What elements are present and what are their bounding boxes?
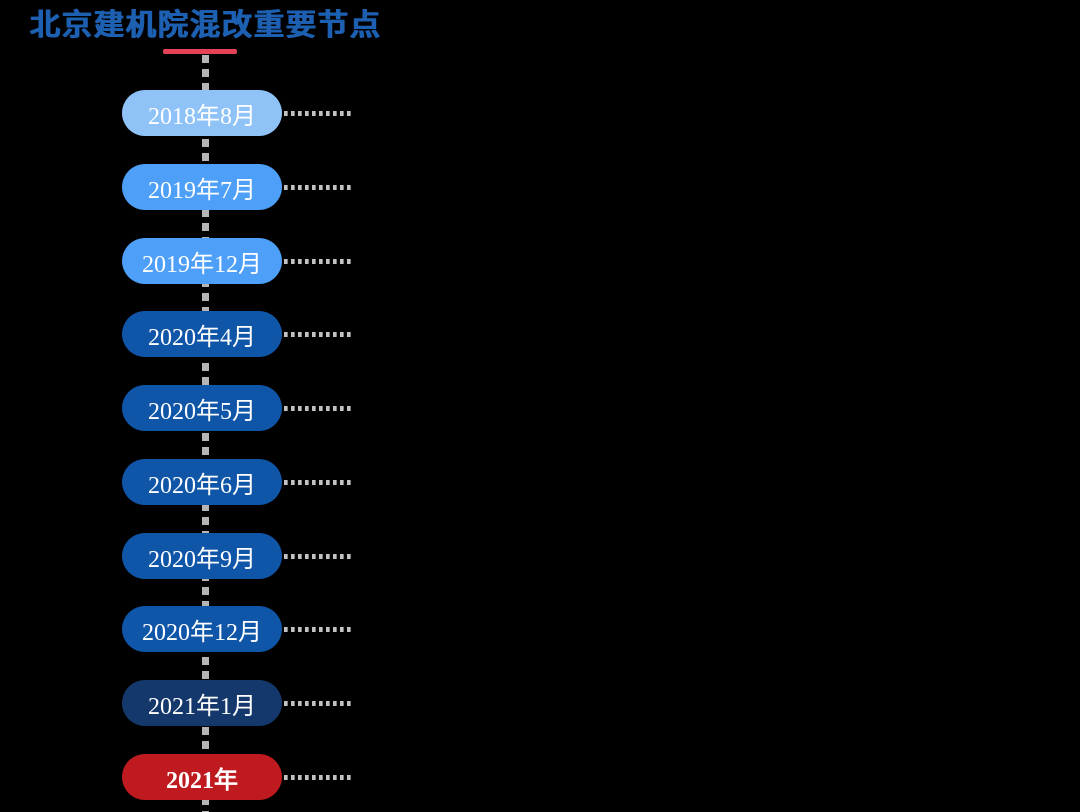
- connector-dashed-line: [284, 111, 354, 116]
- connector-dashed-line: [284, 480, 354, 485]
- timeline-date-label: 2019年12月: [142, 251, 262, 278]
- connector-dashed-line: [284, 627, 354, 632]
- timeline-date-pill: 2020年6月: [122, 459, 282, 505]
- timeline-date-pill: 2019年7月: [122, 164, 282, 210]
- timeline-date-label: 2020年9月: [148, 546, 256, 573]
- timeline-date-label: 2019年7月: [148, 177, 256, 204]
- timeline-node: 2021年1月: [0, 680, 1080, 726]
- timeline-node: 2020年4月: [0, 311, 1080, 357]
- timeline-date-label: 2021年: [166, 767, 238, 794]
- connector-dashed-line: [284, 554, 354, 559]
- timeline-date-pill: 2020年9月: [122, 533, 282, 579]
- timeline-date-pill: 2020年5月: [122, 385, 282, 431]
- timeline-date-pill: 2020年12月: [122, 606, 282, 652]
- timeline-date-pill: 2020年4月: [122, 311, 282, 357]
- connector-dashed-line: [284, 259, 354, 264]
- timeline-node: 2020年9月: [0, 533, 1080, 579]
- timeline-date-label: 2021年1月: [148, 693, 256, 720]
- page-title: 北京建机院混改重要节点: [30, 9, 382, 42]
- title-underline: [163, 49, 237, 54]
- timeline-date-label: 2020年6月: [148, 472, 256, 499]
- timeline-node: 2020年12月: [0, 606, 1080, 652]
- timeline-date-pill: 2019年12月: [122, 238, 282, 284]
- timeline-node: 2018年8月: [0, 90, 1080, 136]
- timeline-node: 2019年12月: [0, 238, 1080, 284]
- timeline-date-pill: 2018年8月: [122, 90, 282, 136]
- connector-dashed-line: [284, 406, 354, 411]
- connector-dashed-line: [284, 701, 354, 706]
- timeline-node: 2020年6月: [0, 459, 1080, 505]
- timeline-date-label: 2020年4月: [148, 324, 256, 351]
- timeline-axis-dashed-line: [202, 55, 209, 812]
- timeline-node: 2020年5月: [0, 385, 1080, 431]
- timeline-node: 2019年7月: [0, 164, 1080, 210]
- timeline-node: 2021年: [0, 754, 1080, 800]
- connector-dashed-line: [284, 775, 354, 780]
- timeline-date-label: 2018年8月: [148, 103, 256, 130]
- timeline-date-pill: 2021年1月: [122, 680, 282, 726]
- connector-dashed-line: [284, 332, 354, 337]
- connector-dashed-line: [284, 185, 354, 190]
- timeline-date-label: 2020年5月: [148, 398, 256, 425]
- timeline-date-label: 2020年12月: [142, 619, 262, 646]
- timeline-date-pill: 2021年: [122, 754, 282, 800]
